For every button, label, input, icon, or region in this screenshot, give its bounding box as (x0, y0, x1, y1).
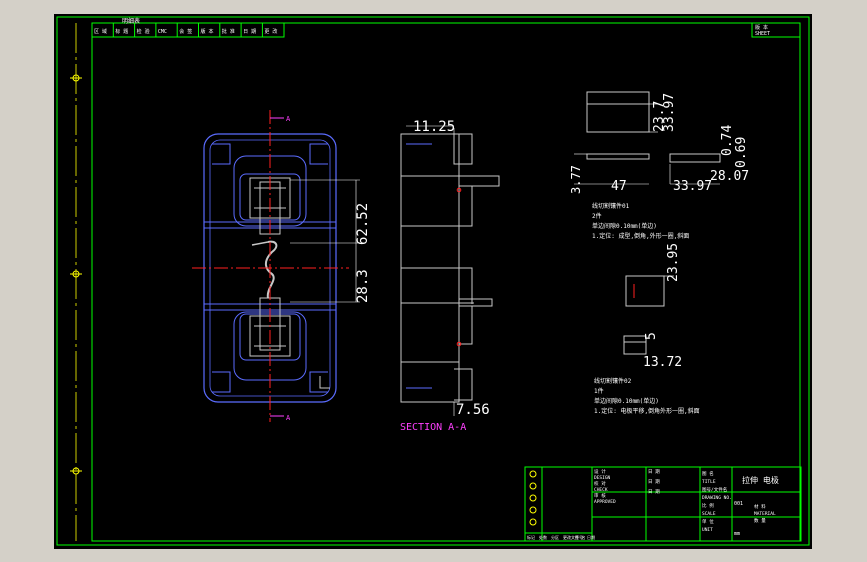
flag-icon-4 (529, 506, 537, 514)
svg-text:1件: 1件 (594, 387, 604, 395)
sheet-border-outer (56, 16, 810, 546)
marker-bottom (70, 467, 82, 475)
title-col-c-cell: SCALE (702, 511, 716, 517)
top-table-header: 版 本 (201, 28, 214, 35)
title-col-c-cell: 比 例 (702, 502, 714, 509)
drawing-name: 拉伸 电极 (742, 475, 779, 485)
svg-text:33.97: 33.97 (673, 179, 712, 194)
svg-text:28.3: 28.3 (355, 269, 371, 303)
title-bottom-cell: 处数 (539, 534, 547, 540)
title-col-b-cell: 日 期 (648, 489, 660, 495)
flag-icon-5 (529, 518, 537, 526)
title-col-c-cell: 图号/文件名 (702, 486, 727, 493)
svg-text:23.7: 23.7 (652, 101, 667, 132)
title-col-a-cell: DESIGN (594, 475, 611, 481)
svg-text:1.定位: 电极平移,倒角外形一圈,斜面: 1.定位: 电极平移,倒角外形一圈,斜面 (594, 407, 700, 415)
title-col-b-cell: 日 期 (648, 479, 660, 485)
title-unit: mm (734, 531, 740, 537)
svg-text:单边间隙0.10mm(单边): 单边间隙0.10mm(单边) (594, 397, 659, 405)
svg-text:A: A (286, 115, 291, 123)
title-bottom-cell: 更改文件号 (563, 534, 583, 540)
title-col-d-cell: 材 料 (754, 503, 766, 510)
svg-text:13.72: 13.72 (643, 355, 682, 370)
section-label: SECTION A-A (400, 422, 466, 433)
flag-icon-1 (529, 470, 537, 478)
top-table-header: 更 改 (264, 28, 277, 35)
sheet-border-inner (91, 22, 801, 542)
title-bottom-cell: 签 名 (575, 534, 585, 540)
svg-text:1.定位: 成型,倒角,外形一圈,斜面: 1.定位: 成型,倒角,外形一圈,斜面 (592, 232, 689, 240)
svg-text:0.74: 0.74 (720, 125, 735, 156)
top-table-header: 检 验 (137, 28, 150, 35)
title-col-a-cell: APPROVED (594, 499, 616, 505)
svg-text:62.52: 62.52 (355, 203, 371, 245)
svg-text:3.77: 3.77 (569, 165, 583, 194)
svg-text:47: 47 (611, 179, 627, 194)
svg-text:线切割镶件01: 线切割镶件01 (592, 202, 630, 210)
top-right-line1: 版 本 (755, 24, 768, 31)
title-col-d-cell: 数 量 (754, 517, 766, 524)
marker-top (70, 74, 82, 82)
svg-text:2件: 2件 (592, 212, 602, 220)
title-col-c-cell: 单 位 (702, 518, 714, 525)
top-table-header: 批 准 (222, 28, 235, 35)
title-col-c-cell: UNIT (702, 527, 713, 533)
title-col-d-cell: MATERIAL (754, 511, 776, 517)
svg-text:23.95: 23.95 (666, 243, 681, 282)
part3-view: 23.95 (625, 243, 681, 307)
top-table-title: 明细表 (122, 17, 140, 25)
top-right-box: 版 本 SHEET (751, 22, 801, 38)
svg-text:线切割镶件02: 线切割镶件02 (594, 377, 632, 385)
title-col-c-cell: DRAWING NO. (702, 495, 732, 501)
title-col-a-cell: 设 计 (594, 468, 606, 475)
front-view: A A 62.52 28.3 (192, 110, 371, 422)
title-col-c-cell: TITLE (702, 479, 716, 485)
section-marker-top: A (270, 115, 291, 123)
top-right-line2: SHEET (755, 31, 770, 37)
top-table-header: 会 签 (179, 28, 192, 35)
top-table-header: 标 题 (115, 28, 128, 35)
flag-icon-3 (529, 494, 537, 502)
title-bottom-cell: 分区 (551, 534, 559, 540)
svg-text:单边间隙0.10mm(单边): 单边间隙0.10mm(单边) (592, 222, 657, 230)
title-col-a-cell: 校 对 (594, 480, 606, 487)
title-bottom-cell: 日期 (587, 534, 595, 540)
svg-text:28.07: 28.07 (710, 169, 749, 184)
title-col-a-cell: 审 核 (594, 492, 606, 499)
title-code: 001 (734, 501, 743, 507)
title-col-a-cell: CHECK (594, 487, 608, 493)
part1-view: 23.7 33.97 3.77 47 (569, 91, 677, 194)
section-marker-bottom: A (270, 414, 291, 422)
svg-text:5: 5 (644, 332, 659, 340)
dim-side-bottom: 7.56 (453, 402, 490, 418)
top-table-header: 区 域 (94, 28, 107, 35)
part4-view: 5 13.72 (623, 332, 682, 370)
title-col-c-cell: 图 名 (702, 470, 714, 477)
svg-text:0.69: 0.69 (734, 137, 749, 168)
note-block-2: 线切割镶件02 1件 单边间隙0.10mm(单边) 1.定位: 电极平移,倒角外… (594, 377, 700, 415)
top-table-header: CMC (158, 29, 167, 35)
left-margin-markers (70, 23, 82, 541)
top-table-header: 日 期 (243, 29, 256, 35)
top-table: 明细表 区 域 标 题 检 验 CMC 会 签 版 本 批 准 日 期 更 改 (91, 17, 285, 38)
dim-front-upper: 62.52 (290, 179, 371, 245)
note-block-1: 线切割镶件01 2件 单边间隙0.10mm(单边) 1.定位: 成型,倒角,外形… (592, 202, 689, 240)
dim-front-lower: 28.3 (290, 243, 371, 303)
svg-text:33.97: 33.97 (662, 93, 677, 132)
svg-text:11.25: 11.25 (413, 119, 455, 135)
marker-mid (70, 270, 82, 278)
part2-view: 33.97 28.07 0.74 0.69 (669, 125, 749, 194)
svg-text:7.56: 7.56 (456, 402, 490, 418)
flag-icon-2 (529, 482, 537, 490)
svg-text:A: A (286, 414, 291, 422)
dim-side-top: 11.25 (406, 119, 455, 135)
side-view: 11.25 7.56 SECTION A-A (400, 119, 500, 433)
title-bottom-cell: 标记 (527, 534, 535, 540)
title-col-b-cell: 日 期 (648, 469, 660, 475)
